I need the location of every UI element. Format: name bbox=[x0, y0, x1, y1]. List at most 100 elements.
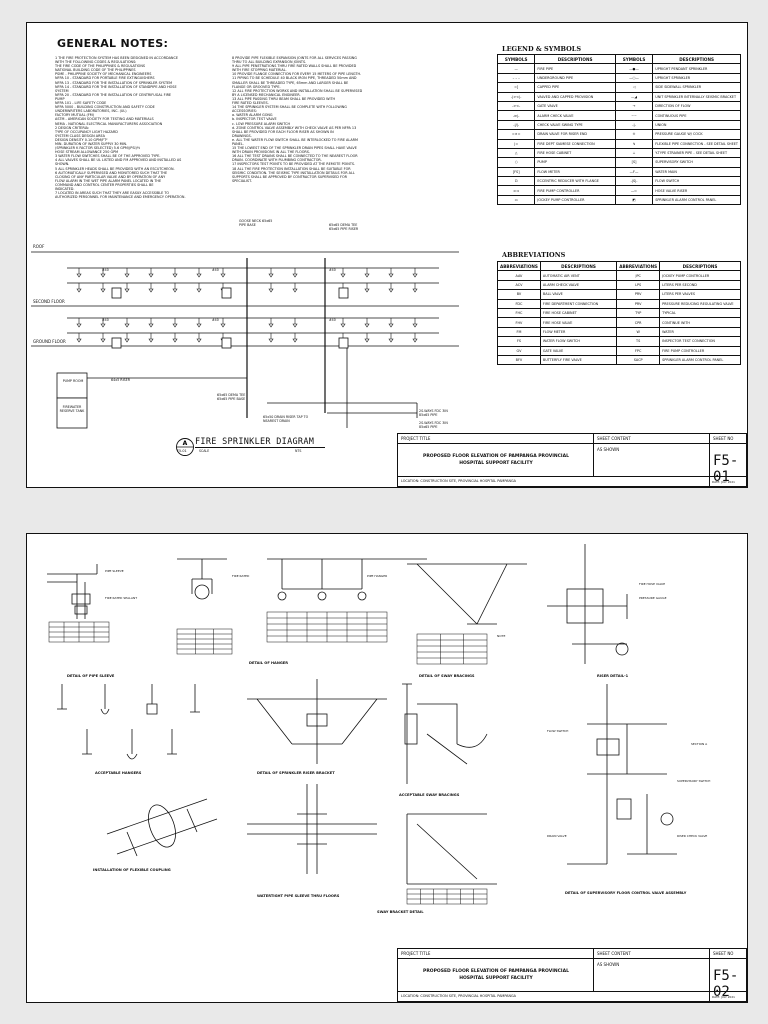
diagram-scale-label: SCALE bbox=[199, 449, 210, 453]
table-cell: —○— bbox=[614, 72, 654, 84]
table-cell: AAV bbox=[497, 270, 541, 281]
table-cell: SIDE SIDEWALL SPRINKLER bbox=[652, 82, 741, 93]
callout: DRAIN VALVE bbox=[547, 834, 567, 838]
table-cell: DRAIN VALVE FOR RISER END bbox=[534, 129, 616, 140]
note-line: SHOWN. bbox=[55, 162, 70, 167]
detail-caption: SWAY BRACKET DETAIL bbox=[377, 910, 424, 914]
note-line: 3 WATER FLOW SWITCHES SHALL BE OF THE AP… bbox=[55, 154, 161, 159]
table-cell: LITERS PER VALVES bbox=[659, 289, 741, 300]
note-line: NATIONAL BUILDING CODE OF THE PHILIPPINE… bbox=[55, 68, 136, 73]
detail-caption: ACCEPTABLE HANGERS bbox=[95, 771, 142, 775]
drawing-sheet-f5-02: DETAIL OF PIPE SLEEVE DETAIL OF HANGER D… bbox=[26, 533, 748, 1003]
note-line: SEISMIC CONDITION. THE SEISMIC TYPE INST… bbox=[232, 170, 355, 175]
sprinkler-head-icon bbox=[172, 338, 178, 343]
callout: SUPERVISORY SWITCH bbox=[677, 779, 711, 783]
sprinkler-head-icon bbox=[268, 338, 274, 343]
note-line: 18 ALL THE FIRE PROTECTION INSTALLATION … bbox=[232, 166, 351, 171]
legend-row: -⊳|-ALARM CHECK VALVE~~CONTINUOUS PIPE bbox=[496, 110, 741, 121]
callout: FIRE RATED bbox=[232, 574, 250, 578]
note-line: AUTHORIZED PERSONNEL FOR MAINTENANCE AND… bbox=[55, 195, 186, 200]
note-line: PUMP bbox=[55, 96, 65, 101]
note-line: c. LOW PRESSURE ALARM SWITCH bbox=[232, 121, 291, 126]
note-line: d. ZONE CONTROL VALVE ASSEMBLY WITH CHEC… bbox=[232, 125, 357, 130]
table-cell: FIRE PUMP CONTROLLER bbox=[534, 185, 616, 196]
sprinkler-tag: #40 bbox=[329, 268, 336, 272]
sprinkler-tag: #40 bbox=[102, 268, 109, 272]
table-cell: FHV bbox=[497, 317, 541, 328]
table-cell: CONTINUE WITH bbox=[659, 317, 741, 328]
table-cell: FIRE PIPE bbox=[534, 63, 616, 74]
project-title-line-1: PROPOSED FLOOR ELEVATION OF PAMPANGA PRO… bbox=[423, 454, 569, 459]
note-line: BY A LICENSED MECHANICAL ENGINEER. bbox=[232, 92, 301, 97]
table-cell: FLOW METER bbox=[539, 326, 618, 338]
table-cell: PRV bbox=[616, 289, 661, 300]
legend-title: LEGEND & SYMBOLS bbox=[502, 45, 582, 53]
table-cell: BFV bbox=[497, 354, 541, 366]
detail-caption: DETAIL OF HANGER bbox=[249, 661, 288, 665]
sheet-content-value: AS SHOWN bbox=[597, 447, 620, 452]
table-cell: -|><|- bbox=[496, 91, 536, 102]
note-line: WITH DRAIN PROVISIONS IN ALL THE FLOORS. bbox=[232, 150, 311, 155]
note-line: FACTORY MUTUAL (FM) bbox=[55, 113, 95, 118]
table-cell: TYP bbox=[616, 307, 661, 319]
note-line: 16 ALL THE TEST DRAINS SHALL BE CONNECTE… bbox=[232, 154, 358, 159]
note-line: NFPA 20 - STANDARD FOR THE INSTALLATION … bbox=[55, 92, 172, 97]
legend-row: |=FIRE DEPT SIAMESE CONNECTION↯FLEXIBLE … bbox=[496, 138, 741, 149]
sprinkler-head-icon bbox=[100, 323, 106, 328]
table-cell: ▭ bbox=[496, 194, 536, 206]
table-cell: WATER MAIN bbox=[652, 166, 741, 178]
legend-row: ▭JOCKEY PUMP CONTROLLER◩SPRINKLER ALARM … bbox=[496, 194, 741, 206]
legend-row: -|><|-VALVED AND CAPPED PROVISION—◢UNIT … bbox=[496, 91, 741, 102]
table-cell: VALVED AND CAPPED PROVISION bbox=[534, 91, 616, 102]
note-line: FIRE RATED SLEEVES. bbox=[232, 101, 269, 106]
table-cell: FIRE DEPARTMENT CONNECTION bbox=[539, 298, 618, 309]
svg-text:A: A bbox=[183, 440, 188, 447]
legend-row: =]CAPPED PIPE◁SIDE SIDEWALL SPRINKLER bbox=[496, 82, 741, 93]
general-notes-right-column: 8 PROVIDE PIPE FLEXIBLE EXPANSION JOINTS… bbox=[232, 56, 400, 183]
note-line: NFPA 13 - STANDARD FOR THE INSTALLATION … bbox=[55, 80, 173, 85]
note-line: 12 ALL FIRE PROTECTION WORKS AND INSTALL… bbox=[232, 88, 363, 93]
sprinkler-head-icon bbox=[388, 323, 394, 328]
note-line: 5 ALL SPRINKLER HEADS SHALL BE PROVIDED … bbox=[55, 166, 175, 171]
riser-callout-1: GOOSE NECK 65x65 PIPE BASE bbox=[239, 219, 273, 227]
sprinkler-head-icon bbox=[124, 323, 130, 328]
table-header: DESCRIPTIONS bbox=[659, 260, 741, 272]
table-cell: ACV bbox=[497, 279, 541, 291]
note-line: NFPA 5000 - BUILDING CONSTRUCTION AND SA… bbox=[55, 105, 155, 110]
table-cell: FS bbox=[497, 336, 541, 347]
table-cell: SACP bbox=[616, 354, 661, 366]
hose-riser-label: 64x5 RISER bbox=[111, 378, 131, 382]
note-line: ASTM - AMERICAN SOCIETY FOR TESTING AND … bbox=[55, 117, 154, 122]
sprinkler-head-icon bbox=[412, 288, 418, 293]
sprinkler-head-icon bbox=[172, 288, 178, 293]
table-cell: GV bbox=[497, 345, 541, 356]
sprinkler-head-icon bbox=[148, 338, 154, 343]
note-line: PANEL. bbox=[232, 141, 244, 146]
sheet-content-label: SHEET CONTENT bbox=[597, 436, 631, 441]
note-line: NFPA 10 - STANDARD FOR PORTABLE FIRE EXT… bbox=[55, 76, 155, 81]
sprinkler-head-icon bbox=[172, 323, 178, 328]
note-line: 4 ALL VALVES SHALL BE UL LISTED AND FM A… bbox=[55, 158, 182, 163]
note-line: MIN. DURATION OF WATER SUPPLY 30 MIN. bbox=[55, 141, 128, 146]
note-line: DESIGN DENSITY 0.10 GPM/FT² bbox=[55, 137, 108, 142]
sprinkler-head-icon bbox=[76, 323, 82, 328]
legend-row: △FIRE HOSE CABINET⟂Y-TYPE STRAINER PIPE … bbox=[496, 147, 741, 159]
sprinkler-head-icon bbox=[412, 338, 418, 343]
table-cell: FIRE DEPT SIAMESE CONNECTION bbox=[534, 138, 616, 149]
sprinkler-head-icon bbox=[412, 323, 418, 328]
pump-room-label: PUMP ROOM bbox=[62, 379, 84, 383]
detail-caption: INSTALLATION OF FLEXIBLE COUPLING bbox=[93, 868, 171, 872]
note-line: 1 THE FIRE PROTECTION SYSTEM HAS BEEN DE… bbox=[55, 56, 178, 60]
sheet-no-label: SHEET NO bbox=[713, 436, 734, 441]
diagram-title-underline bbox=[195, 447, 325, 448]
sprinkler-head-icon bbox=[76, 338, 82, 343]
legend-row: -><-GATE VALVE→DIRECTION OF FLOW bbox=[496, 100, 741, 112]
sheet-content-value: AS SHOWN bbox=[597, 962, 620, 967]
table-cell: [FS] bbox=[496, 166, 536, 178]
note-line: b. INSPECTOR TEST VALVE bbox=[232, 117, 277, 122]
